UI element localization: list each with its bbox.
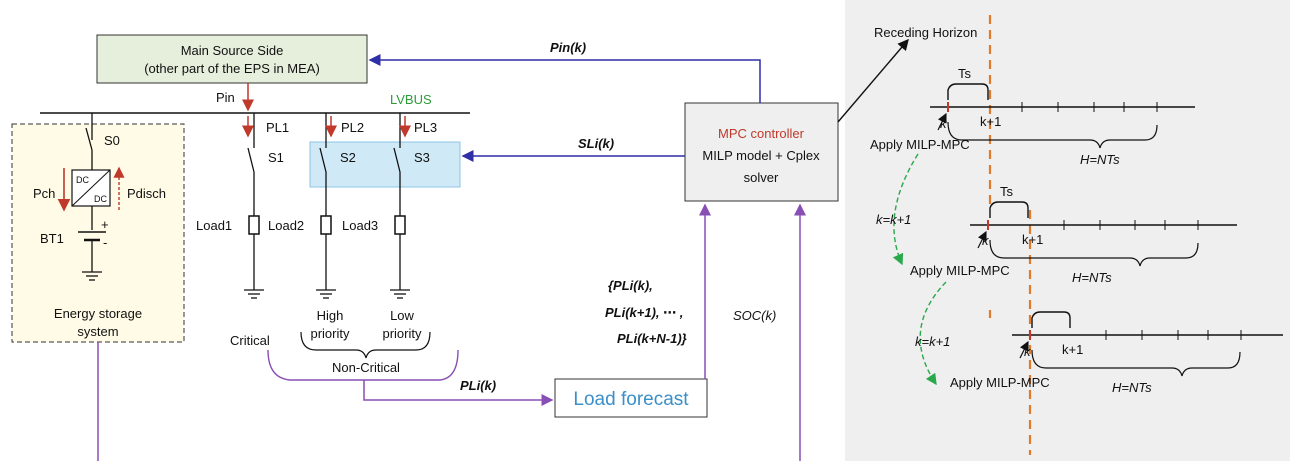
- ts-brace-3: [1031, 311, 1071, 328]
- s0-label: S0: [104, 133, 120, 148]
- horizon-label-3: H=NTs: [1112, 380, 1152, 395]
- main-source-line1: Main Source Side: [181, 43, 284, 58]
- horizon-label-1: H=NTs: [1080, 152, 1120, 167]
- load2-label: Load2: [268, 218, 304, 233]
- load3-label: Load3: [342, 218, 378, 233]
- pl1-label: PL1: [266, 120, 289, 135]
- forecast-seq-1: {PLi(k),: [608, 278, 653, 293]
- horizon-brace-2: [989, 239, 1199, 267]
- low-priority-1: Low: [390, 308, 414, 323]
- s3-switch: [393, 147, 401, 173]
- load-forecast-label: Load forecast: [573, 389, 689, 410]
- ts-label-2: Ts: [1000, 184, 1014, 199]
- load-forecast-box: [554, 378, 708, 418]
- horizon-brace-3: [1031, 349, 1241, 377]
- controller-line3: solver: [744, 170, 779, 185]
- horizon-label-2: H=NTs: [1072, 270, 1112, 285]
- s1-switch: [247, 147, 255, 173]
- low-priority-2: priority: [382, 326, 422, 341]
- pch-label: Pch: [33, 186, 55, 201]
- k-label-3: k: [1024, 344, 1032, 359]
- apply-label-1: Apply MILP-MPC: [870, 137, 970, 152]
- lvbus-label: LVBUS: [390, 92, 432, 107]
- horizon-brace-1: [947, 121, 1158, 149]
- ts-brace-2: [989, 201, 1029, 218]
- k-label-2: k: [982, 233, 990, 248]
- mpc-controller-box: [684, 102, 839, 202]
- critical-label: Critical: [230, 333, 270, 348]
- k1-label-2: k+1: [1022, 232, 1043, 247]
- soc-label: SOC(k): [733, 308, 776, 323]
- high-priority-1: High: [317, 308, 344, 323]
- s3-label: S3: [414, 150, 430, 165]
- update-arrow-1: [892, 153, 919, 266]
- converter-bottom: DC: [94, 194, 107, 204]
- energy-storage-box: [11, 123, 185, 343]
- pli-label: PLi(k): [460, 378, 496, 393]
- s0-switch: [85, 127, 93, 151]
- update-arrow-2: [919, 281, 947, 386]
- converter-top: DC: [76, 175, 89, 185]
- pin-label: Pin: [216, 90, 235, 105]
- loads-purple-bracket: [267, 349, 459, 381]
- controller-title: MPC controller: [718, 126, 805, 141]
- switch-group-area: [309, 141, 461, 188]
- battery-plus: +: [101, 217, 109, 232]
- forecast-seq-2: PLi(k+1), ⋯ ,: [605, 305, 683, 320]
- load1-resistor: [248, 215, 260, 235]
- load1-label: Load1: [196, 218, 232, 233]
- storage-caption-1: Energy storage: [54, 306, 142, 321]
- battery-label: BT1: [40, 231, 64, 246]
- receding-horizon-title: Receding Horizon: [874, 25, 977, 40]
- non-critical-brace: [300, 331, 431, 359]
- controller-to-horizon: [837, 38, 909, 123]
- controller-line2: MILP model + Cplex: [702, 148, 820, 163]
- update-label-2: k=k+1: [915, 334, 950, 349]
- pin-k-label: Pin(k): [550, 40, 586, 55]
- battery-minus: -: [103, 235, 107, 250]
- sli-k-label: SLi(k): [578, 136, 614, 151]
- ts-brace-1: [947, 83, 989, 100]
- main-source-box: [96, 34, 368, 84]
- receding-horizon-panel: [845, 0, 1290, 461]
- pl3-label: PL3: [414, 120, 437, 135]
- update-label-1: k=k+1: [876, 212, 911, 227]
- pli-to-forecast: [363, 380, 554, 406]
- s1-label: S1: [268, 150, 284, 165]
- k1-label-1: k+1: [980, 114, 1001, 129]
- s2-switch: [319, 147, 327, 173]
- k1-label-3: k+1: [1062, 342, 1083, 357]
- apply-label-3: Apply MILP-MPC: [950, 375, 1050, 390]
- pin-k-signal: [368, 54, 761, 103]
- load2-resistor: [320, 215, 332, 235]
- k-label-1: k: [940, 116, 948, 131]
- forecast-seq-3: PLi(k+N-1)}: [617, 331, 687, 346]
- storage-caption-2: system: [77, 324, 118, 339]
- apply-label-2: Apply MILP-MPC: [910, 263, 1010, 278]
- high-priority-2: priority: [310, 326, 350, 341]
- ts-label-1: Ts: [958, 66, 972, 81]
- load3-resistor: [394, 215, 406, 235]
- s2-label: S2: [340, 150, 356, 165]
- main-source-line2: (other part of the EPS in MEA): [144, 61, 320, 76]
- pdisch-label: Pdisch: [127, 186, 166, 201]
- pl2-label: PL2: [341, 120, 364, 135]
- non-critical-label: Non-Critical: [332, 360, 400, 375]
